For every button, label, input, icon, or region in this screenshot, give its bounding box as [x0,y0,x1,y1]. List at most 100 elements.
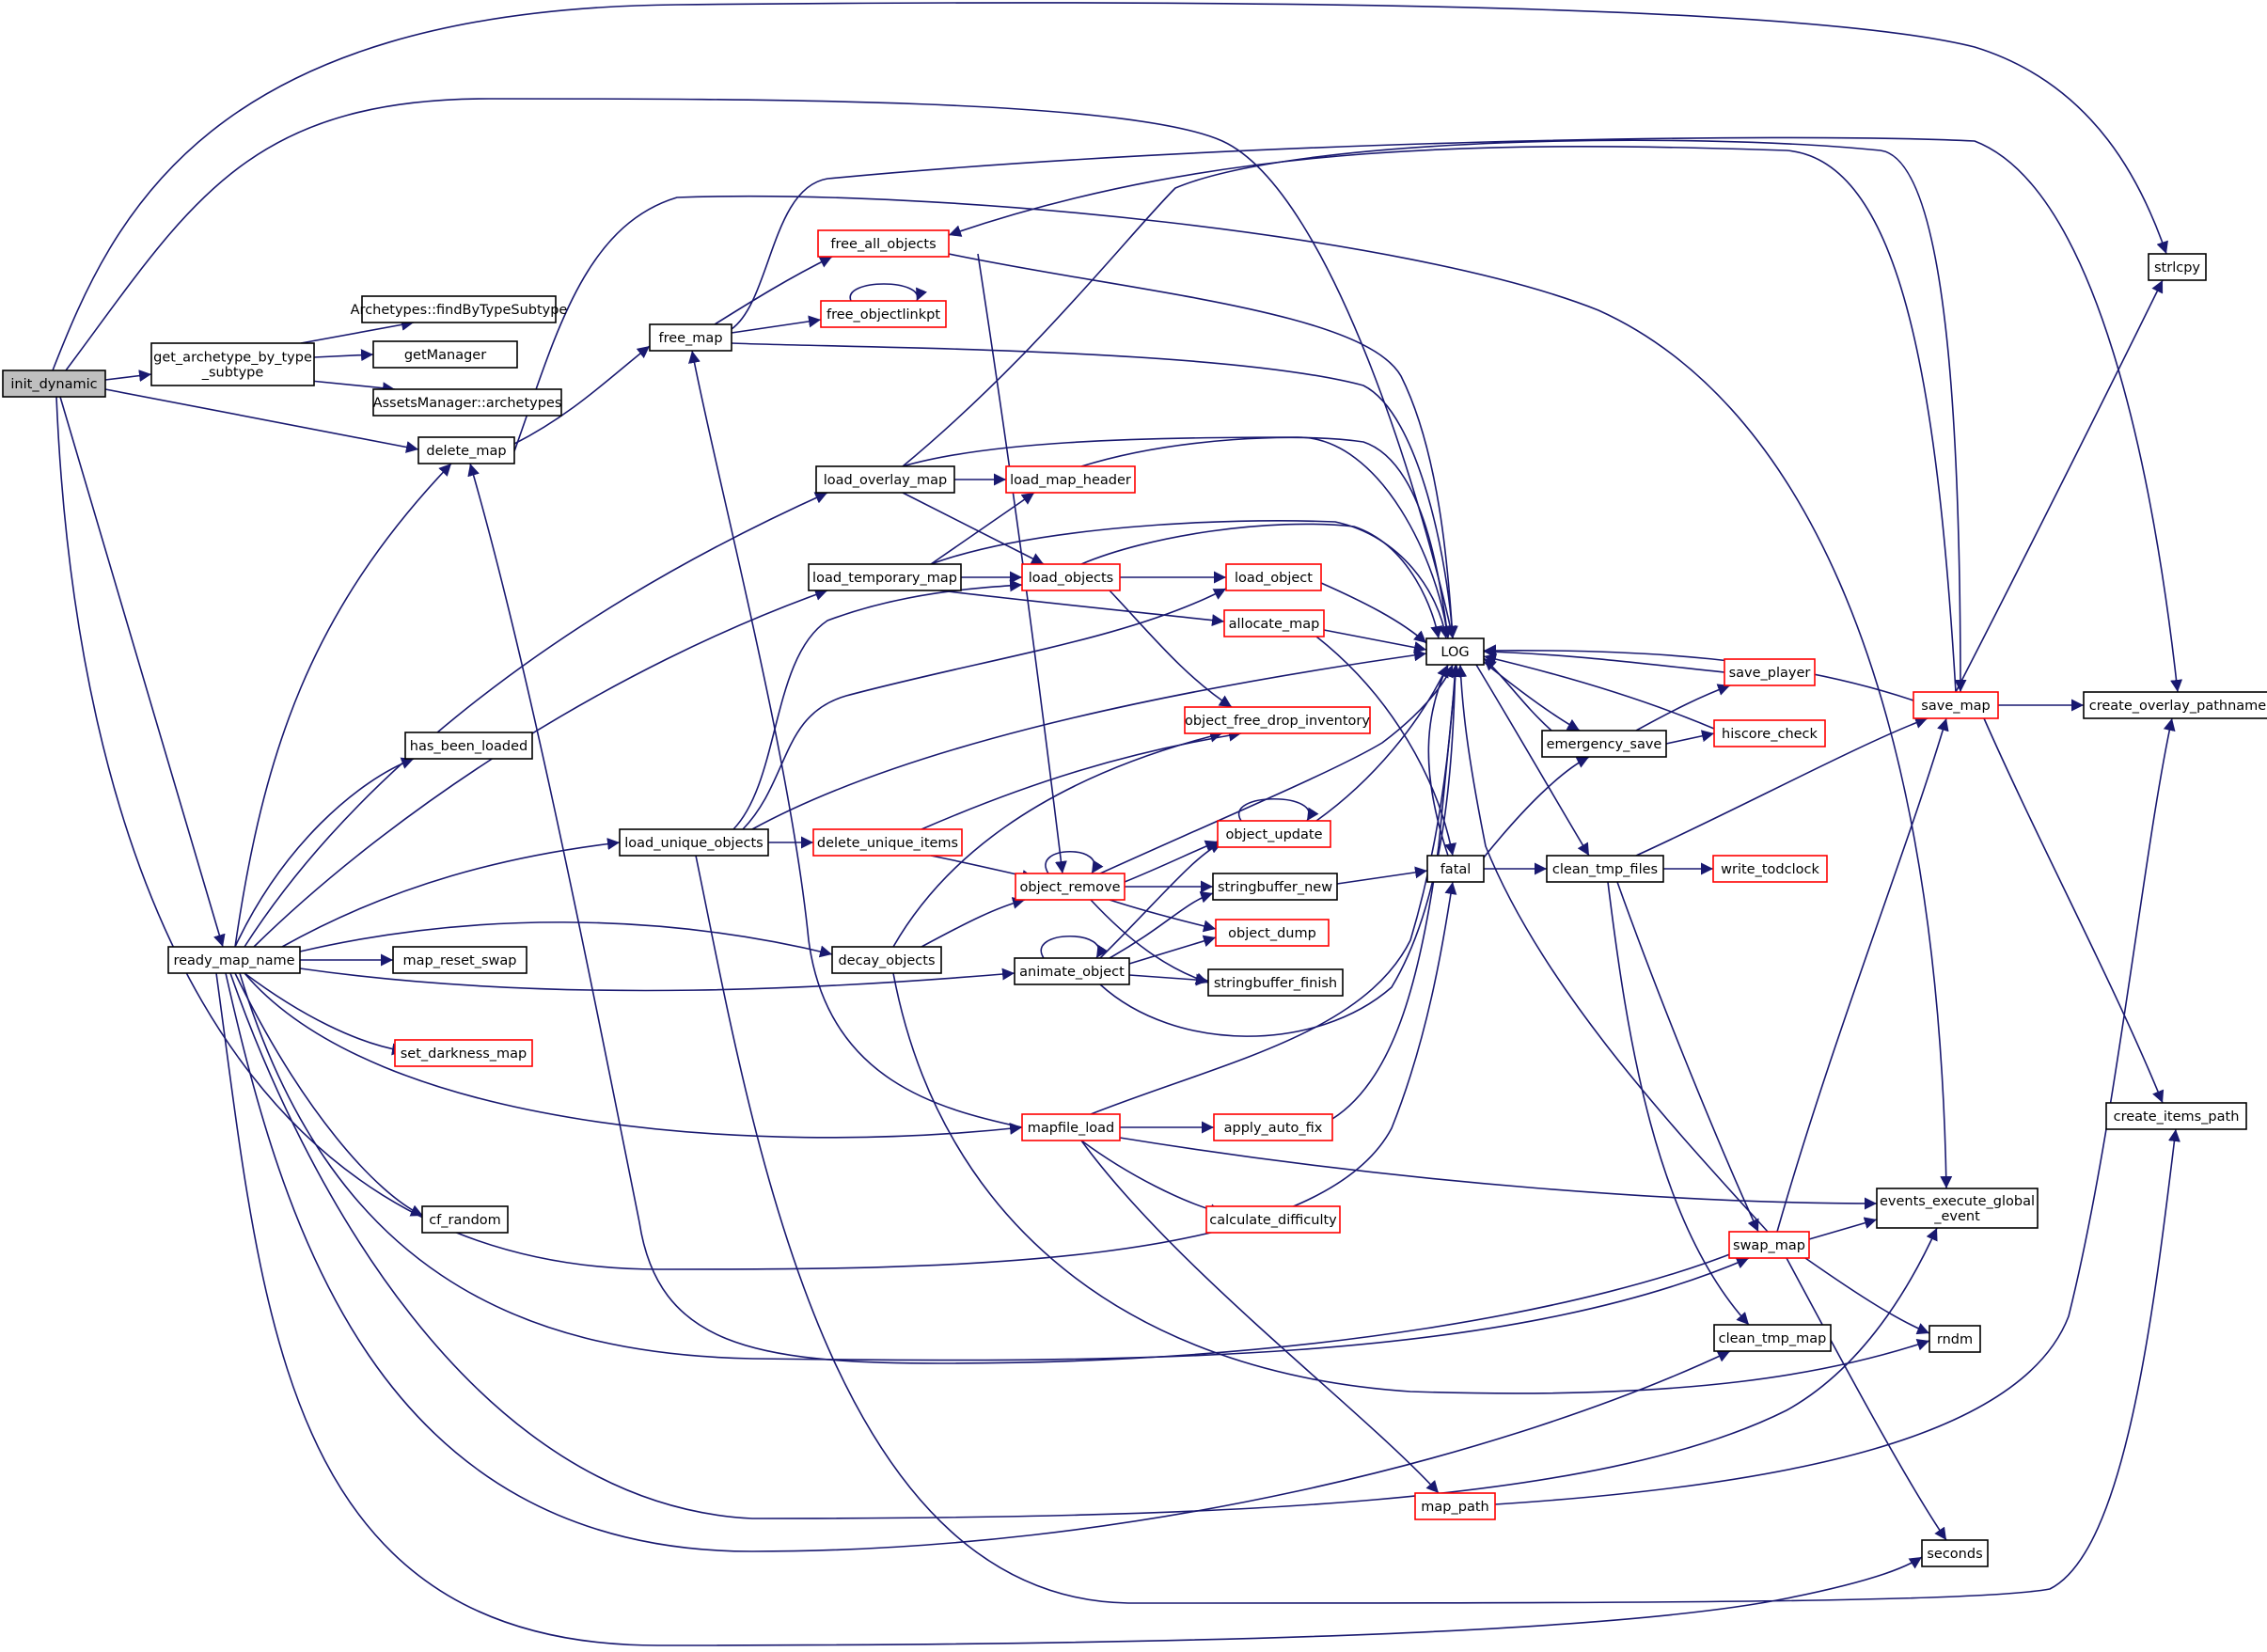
node-ready_map_name[interactable]: ready_map_name [167,946,301,974]
node-stringbuffer_new[interactable]: stringbuffer_new [1212,873,1338,901]
edge-ready_map_name-to-mapfile_load [244,972,1023,1139]
node-object_update[interactable]: object_update [1217,820,1331,848]
node-get_archetype_by_type_subtype[interactable]: get_archetype_by_type_subtype [150,342,315,386]
node-has_been_loaded[interactable]: has_been_loaded [404,732,533,760]
node-map_reset_swap[interactable]: map_reset_swap [392,946,527,974]
node-box [1215,919,1330,947]
edge-ready_map_name-to-events_execute_global_event [229,972,1938,1519]
node-strlcpy[interactable]: strlcpy [2148,253,2207,281]
node-map_path[interactable]: map_path [1414,1492,1496,1520]
edge-animate_object-to-object_dump [1128,935,1217,965]
node-box [1546,855,1664,883]
node-load_object[interactable]: load_object [1225,563,1322,591]
edge-load_unique_objects-to-create_items_path [695,855,2180,1604]
node-box [404,732,533,760]
node-object_remove[interactable]: object_remove [1015,873,1126,901]
node-fatal[interactable]: fatal [1426,855,1485,883]
node-clean_tmp_files[interactable]: clean_tmp_files [1546,855,1664,883]
node-save_map[interactable]: save_map [1913,691,1999,719]
node-create_items_path[interactable]: create_items_path [2105,1102,2247,1130]
node-object_dump[interactable]: object_dump [1215,919,1330,947]
node-box [2105,1102,2247,1130]
node-swap_map[interactable]: swap_map [1728,1231,1810,1259]
node-box [392,946,527,974]
node-free_map[interactable]: free_map [649,323,732,352]
node-animate_object[interactable]: animate_object [1014,957,1130,985]
node-calculate_difficulty[interactable]: calculate_difficulty [1205,1205,1341,1234]
node-label: emergency_save [1547,737,1662,752]
node-box [1184,706,1371,734]
edge-object_update-to-object_update [1237,797,1319,822]
edge-clean_tmp_files-to-save_map [1635,716,1929,857]
node-load_objects[interactable]: load_objects [1021,563,1121,591]
edge-load_unique_objects-to-load_object [742,588,1227,830]
node-box [1223,609,1325,637]
node-getManager[interactable]: getManager [372,340,518,369]
edge-ready_map_name-to-has_been_loaded [234,757,415,948]
node-load_temporary_map[interactable]: load_temporary_map [808,563,962,591]
edge-object_remove-to-stringbuffer_finish [1090,899,1209,985]
node-box [394,1039,533,1067]
edge-init_dynamic-to-LOG [65,98,1456,639]
node-object_free_drop_inventory[interactable]: object_free_drop_inventory [1184,706,1371,734]
node-box [831,946,942,974]
node-delete_unique_items[interactable]: delete_unique_items [812,828,963,857]
node-findByTypeSubtype[interactable]: Archetypes::findByTypeSubtype [351,295,568,323]
node-box [2083,691,2267,719]
node-allocate_map[interactable]: allocate_map [1223,609,1325,637]
node-label: stringbuffer_finish [1214,976,1337,991]
node-box [619,828,769,857]
node-mapfile_load[interactable]: mapfile_load [1021,1113,1121,1141]
node-load_unique_objects[interactable]: load_unique_objects [619,828,769,857]
edge-emergency_save-to-save_player [1635,684,1731,732]
node-label: strlcpy [2154,260,2200,275]
node-hiscore_check[interactable]: hiscore_check [1713,719,1826,747]
node-label: LOG [1440,645,1469,660]
node-save_player[interactable]: save_player [1724,658,1816,686]
node-label: free_objectlinkpt [827,307,940,323]
node-box [417,436,515,464]
node-box [1212,873,1338,901]
node-cf_random[interactable]: cf_random [421,1205,509,1234]
node-load_overlay_map[interactable]: load_overlay_map [815,465,955,494]
node-LOG[interactable]: LOG [1425,637,1485,666]
node-create_overlay_pathname[interactable]: create_overlay_pathname [2083,691,2267,719]
edge-map_path-to-create_overlay_pathname [1494,717,2176,1505]
node-archetypes[interactable]: AssetsManager::archetypes [372,388,562,417]
node-decay_objects[interactable]: decay_objects [831,946,942,974]
node-write_todclock[interactable]: write_todclock [1712,855,1828,883]
node-load_map_header[interactable]: load_map_header [1005,465,1136,494]
node-free_objectlinkpt[interactable]: free_objectlinkpt [820,300,947,328]
edge-object_remove-to-object_update [1124,840,1219,883]
edge-free_map-to-create_overlay_pathname [731,136,2183,693]
node-stringbuffer_finish[interactable]: stringbuffer_finish [1207,968,1344,997]
node-label: init_dynamic [10,377,97,392]
edge-ready_map_name-to-cf_random [234,972,424,1217]
node-label: AssetsManager::archetypes [373,396,562,411]
node-events_execute_global_event[interactable]: events_execute_global_event [1876,1188,2039,1229]
node-box [1876,1188,2039,1229]
node-emergency_save[interactable]: emergency_save [1541,730,1667,758]
edge-init_dynamic-to-fatal [55,396,1457,1270]
node-label: free_all_objects [830,237,936,252]
node-label: hiscore_check [1722,727,1818,742]
node-seconds[interactable]: seconds [1921,1539,1989,1567]
edge-delete_unique_items-to-object_free_drop_inventory [921,729,1242,830]
node-free_all_objects[interactable]: free_all_objects [817,229,950,258]
node-box [1005,465,1136,494]
edge-free_map-to-free_all_objects [714,256,833,325]
node-apply_auto_fix[interactable]: apply_auto_fix [1213,1113,1333,1141]
node-clean_tmp_map[interactable]: clean_tmp_map [1713,1324,1832,1352]
node-box [1921,1539,1989,1567]
node-label: Archetypes::findByTypeSubtype [351,303,568,318]
edge-free_map-to-LOG [731,342,1458,639]
node-delete_map[interactable]: delete_map [417,436,515,464]
edge-load_unique_objects-to-load_objects [732,579,1023,830]
node-box [808,563,962,591]
edge-swap_map-to-seconds [1786,1257,1947,1541]
edge-save_map-to-strlcpy [1955,279,2164,693]
node-label: has_been_loaded [410,739,527,754]
node-rndm[interactable]: rndm [1929,1325,1981,1353]
node-set_darkness_map[interactable]: set_darkness_map [394,1039,533,1067]
edge-mapfile_load-to-free_map [688,350,1023,1128]
